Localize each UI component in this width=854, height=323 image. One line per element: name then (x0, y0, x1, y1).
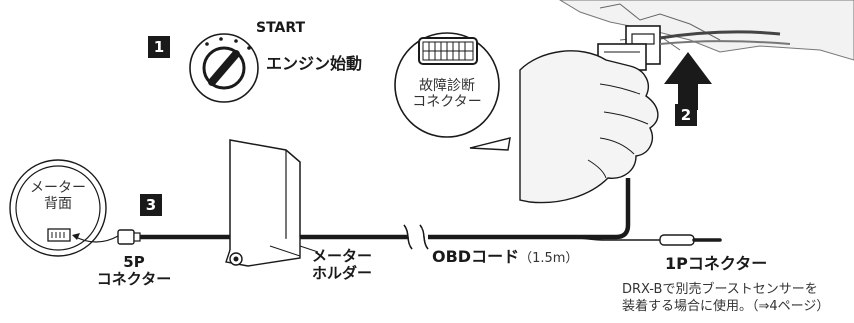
hand-illustration (519, 50, 659, 204)
1p-connector-note-line1: DRX-Bで別売ブーストセンサーを (622, 282, 818, 297)
meter-holder-illustration (225, 139, 301, 267)
meter-back-label-line2: 背面 (44, 196, 72, 213)
step-1-badge: 1 (148, 36, 170, 58)
meter-holder-leader (299, 245, 319, 253)
engine-start-caption: エンジン始動 (266, 54, 363, 73)
meter-back-illustration (9, 159, 119, 257)
meter-holder-label-line2: ホルダー (311, 264, 372, 283)
meter-holder-label-line1: メーター (311, 247, 372, 265)
1p-connector-note: DRX-Bで別売ブーストセンサーを 装着する場合に使用。（⇒4ページ） (622, 282, 830, 315)
1p-connector-note-line2: 装着する場合に使用。（⇒4ページ） (622, 298, 830, 314)
obd-port-label-line2: コネクター (412, 94, 482, 111)
obd-socket-icon (418, 37, 478, 65)
start-label: START (256, 20, 306, 36)
obd-port-label: 故障診断 コネクター (407, 78, 487, 110)
step-3-badge: 3 (140, 194, 162, 216)
meter-back-label-line1: メーター (30, 180, 86, 196)
obd-port-bubble (394, 32, 511, 151)
step-2-badge: 2 (675, 104, 697, 126)
1p-connector-label: 1Pコネクター (665, 254, 768, 273)
obd-cord-name: OBDコード (432, 247, 520, 266)
obd-cord-label: OBDコード（1.5m） (432, 247, 579, 267)
obd-cord-length: （1.5m） (519, 251, 579, 266)
ignition-switch-icon (189, 33, 259, 103)
1p-connector-icon (659, 234, 722, 246)
5p-connector-icon (117, 229, 141, 245)
meter-holder-label: メーター ホルダー (292, 247, 392, 283)
obd-port-label-line1: 故障診断 (419, 78, 475, 94)
meter-back-label: メーター 背面 (20, 180, 96, 212)
5p-connector-label-line2: コネクター (96, 270, 172, 289)
5p-connector-label-line1: 5P (123, 253, 145, 271)
insert-arrow-icon (664, 52, 712, 110)
5p-connector-label: 5P コネクター (74, 253, 194, 289)
